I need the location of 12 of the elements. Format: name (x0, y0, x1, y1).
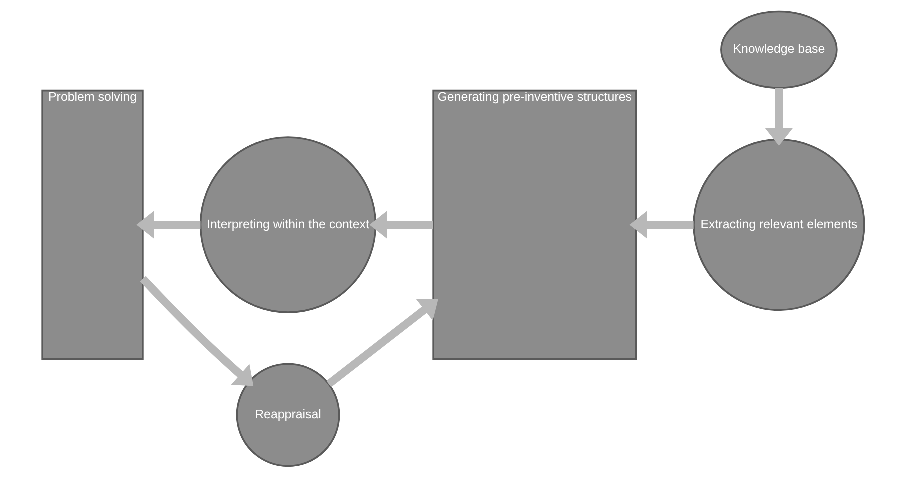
arrow (326, 299, 438, 388)
node-circle: Extracting relevant elements (693, 138, 866, 312)
arrow (370, 211, 434, 239)
arrow (765, 88, 794, 146)
node-ellipse: Knowledge base (720, 10, 838, 90)
arrow (630, 211, 694, 239)
node-circle: Interpreting within the context (200, 136, 377, 314)
arrow (136, 211, 201, 239)
node-box: Generating pre-inventive structures (432, 90, 638, 360)
arrow (140, 276, 254, 386)
node-box: Problem solving (42, 90, 144, 360)
node-circle: Reappraisal (236, 363, 340, 468)
